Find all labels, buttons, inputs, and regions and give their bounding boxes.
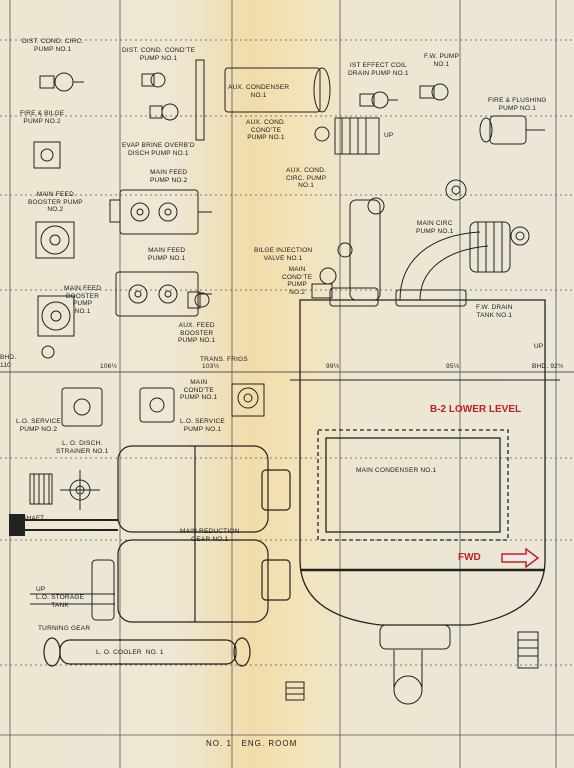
label-aux-feed-booster-pump: AUX. FEED BOOSTER PUMP NO.1 xyxy=(178,322,216,344)
fire-flushing-pump-shape xyxy=(479,115,545,145)
label-frame-95: 95½ xyxy=(446,363,460,370)
stair-symbols-shape xyxy=(285,681,305,701)
label-fire-bilge-pump: FIRE & BILGE PUMP NO.2 xyxy=(20,110,65,125)
condenser-top-flange-shape xyxy=(329,287,467,307)
aux-cond-condte-pump-shape xyxy=(314,117,380,155)
label-main-reduction-gear: MAIN REDUCTION GEAR NO.1 xyxy=(180,528,240,543)
label-main-condte-pump-1: MAIN CONDʼTE PUMP NO.1 xyxy=(180,379,218,401)
label-dist-cond-condte-pump: DIST. COND. CONDʼTE PUMP NO.1 xyxy=(122,47,196,62)
main-feed-booster-2-shape xyxy=(35,221,75,259)
main-reduction-gear-shape xyxy=(117,445,291,623)
label-main-feed-pump-2: MAIN FEED PUMP NO.2 xyxy=(150,169,188,184)
main-circ-pump-shape xyxy=(399,221,530,301)
aux-feed-booster-shape xyxy=(187,291,210,309)
label-fw-pump: F.W. PUMP NO.1 xyxy=(424,53,460,68)
label-bilge-injection-valve: BILGE INJECTION VALVE NO.1 xyxy=(254,247,313,262)
label-main-circ-pump: MAIN CIRC PUMP NO.1 xyxy=(416,220,454,235)
label-main-condte-pump-2: MAIN CONDʼTE PUMP NO.2 xyxy=(282,266,313,296)
lo-service-pump-2-shape xyxy=(61,387,103,427)
label-evap-brine-pump: EVAP BRINE OVERBʼD DISCH PUMP NO.1 xyxy=(122,142,195,157)
label-lo-disch-strainer: L. O. DISCH. STRAINER NO.1 xyxy=(56,440,109,455)
label-aux-condenser: AUX. CONDENSER NO.1 xyxy=(228,84,290,99)
lo-strainer-shape xyxy=(29,470,100,510)
lo-storage-tank-shape xyxy=(30,559,115,621)
label-trans-frigs: TRANS. FRIGS xyxy=(200,356,248,363)
dist-circ-pump-shape xyxy=(39,72,84,92)
label-aux-cond-circ-pump: AUX. COND. CIRC. PUMP NO.1 xyxy=(286,167,327,189)
label-frame-99: 99½ xyxy=(326,363,340,370)
label-frame-bhd-92: BHD. 92½ xyxy=(532,363,564,370)
label-frame-103: 103½ xyxy=(202,363,220,370)
evap-brine-pump-shape xyxy=(149,103,179,121)
label-dist-cond-circ-pump: DIST. COND. CIRC. PUMP NO.1 xyxy=(22,38,84,53)
label-main-feed-booster-pump-2: MAIN FEED BOOSTER PUMP NO.2 xyxy=(28,191,83,213)
lo-service-pump-1-shape xyxy=(139,387,175,423)
main-feed-booster-1-shape xyxy=(37,295,75,359)
fire-bilge-pump-shape xyxy=(33,141,61,169)
label-lo-storage-tank: L.O. STORAGE TANK xyxy=(36,594,85,609)
aux-condenser-shape xyxy=(224,67,331,113)
drawing-title: NO. 1 ENG. ROOM xyxy=(206,739,298,748)
label-aux-cond-condte-pump: AUX. COND. CONDʼTE PUMP NO.1 xyxy=(246,119,286,141)
label-up-storage-tank: UP xyxy=(36,586,46,593)
fwd-direction-label: FWD xyxy=(458,552,481,563)
first-effect-pump-shape xyxy=(359,91,398,109)
label-fire-flushing-pump: FIRE & FLUSHING PUMP NO.1 xyxy=(488,97,547,112)
vertical-pipe-shape xyxy=(337,197,385,301)
condenser-bottom-outlet-shape xyxy=(379,624,539,705)
label-main-feed-pump-1: MAIN FEED PUMP NO.1 xyxy=(148,247,186,262)
label-lo-cooler: L. O. COOLER NO. 1 xyxy=(96,649,164,656)
fwd-arrow-shape xyxy=(501,547,540,569)
label-fw-drain-tank: F.W. DRAIN TANK NO.1 xyxy=(476,304,513,319)
label-main-condenser: MAIN CONDENSER NO.1 xyxy=(356,467,437,474)
label-up-aux-cond: UP xyxy=(384,132,394,139)
label-shaft: SHAFT xyxy=(22,515,45,522)
dist-condte-pump-shape xyxy=(141,59,205,141)
label-1st-effect-coil-drain-pump: IST EFFECT COIL DRAIN PUMP NO.1 xyxy=(348,62,409,77)
label-turning-gear: TURNING GEAR xyxy=(38,625,91,632)
main-condenser-shell-shape xyxy=(290,299,560,626)
label-frame-bhd-110: BHD. 110 xyxy=(0,354,17,369)
label-frame-106: 106½ xyxy=(100,363,118,370)
lo-cooler-shape xyxy=(43,637,251,667)
main-feed-pump-2-shape xyxy=(109,189,212,235)
fw-tank-circle-shape xyxy=(445,179,467,201)
label-main-feed-booster-pump-1: MAIN FEED BOOSTER PUMP NO.1 xyxy=(64,285,102,315)
label-lo-service-pump-1: L.O. SERVICE PUMP NO.1 xyxy=(180,418,225,433)
main-condte-pump-1-shape xyxy=(231,383,265,417)
label-lo-service-pump-2: L.O. SERVICE PUMP NO.2 xyxy=(16,418,61,433)
shaft-shape xyxy=(9,514,118,536)
level-label: B-2 LOWER LEVEL xyxy=(430,404,522,415)
bilge-valve-shape xyxy=(311,267,337,299)
fw-pump-shape xyxy=(419,83,449,101)
label-up-drain-tank: UP xyxy=(534,343,544,350)
